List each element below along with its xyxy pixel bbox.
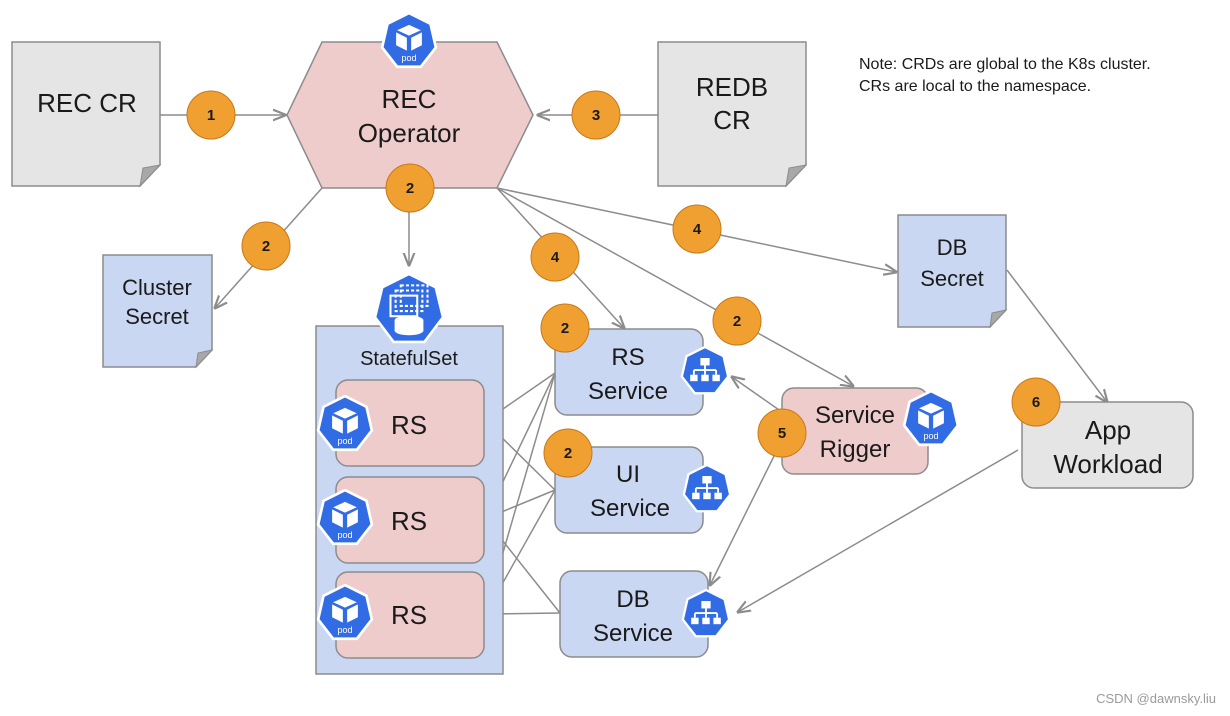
service-rigger-pod-icon: pod: [902, 390, 960, 447]
service-rigger-label-line2: Rigger: [820, 436, 891, 463]
step-badge-2-service-rigger: 2: [712, 296, 762, 346]
redb-cr-label-line1: REDB: [696, 72, 768, 102]
app-workload-label-line2: Workload: [1053, 449, 1162, 479]
rs-pod-1-label: RS: [391, 410, 427, 440]
svg-text:2: 2: [406, 180, 414, 197]
svg-text:2: 2: [733, 313, 741, 330]
rs-pod-3-label: RS: [391, 600, 427, 630]
svg-text:4: 4: [551, 249, 560, 266]
operator-pod-icon: pod: [380, 12, 438, 69]
rec-cr-label: REC CR: [37, 88, 137, 118]
svg-text:6: 6: [1032, 394, 1040, 411]
step-badge-2-rs-service: 2: [540, 303, 590, 353]
db-secret-label-line2: Secret: [920, 266, 984, 291]
redb-cr-node: REDB CR: [657, 41, 808, 188]
svg-text:4: 4: [693, 221, 702, 238]
edge-app-to-db-service: [738, 449, 1019, 612]
db-service-node: DB Service: [559, 570, 709, 658]
rec-operator-node: REC Operator: [286, 41, 534, 189]
rec-operator-label-line1: REC: [382, 84, 437, 114]
edge-db-secret-to-app: [1006, 269, 1107, 402]
cluster-secret-node: Cluster Secret: [102, 254, 214, 369]
rs-service-label-line2: Service: [588, 378, 668, 405]
rs-pod-1-icon: pod: [316, 395, 374, 452]
app-workload-label-line1: App: [1085, 415, 1131, 445]
rs-service-icon: [680, 346, 730, 395]
svg-text:3: 3: [592, 107, 600, 124]
db-service-label-line1: DB: [616, 586, 649, 613]
edge-rigger-to-rs-service: [732, 377, 783, 413]
note-line-1: Note: CRDs are global to the K8s cluster…: [859, 56, 1151, 73]
db-service-label-line2: Service: [593, 620, 673, 647]
rs-service-node: RS Service: [554, 328, 704, 416]
svg-text:5: 5: [778, 425, 786, 442]
rs-pod-2-label: RS: [391, 506, 427, 536]
step-badge-4-db-secret: 4: [672, 204, 722, 254]
rec-cr-node: REC CR: [11, 41, 162, 188]
step-badge-6: 6: [1011, 377, 1061, 427]
cluster-secret-label-line2: Secret: [125, 304, 189, 329]
svg-text:pod: pod: [337, 436, 352, 446]
step-badge-5: 5: [757, 408, 807, 458]
svg-text:2: 2: [564, 445, 572, 462]
step-badge-2-statefulset: 2: [385, 163, 435, 213]
db-service-icon: [681, 589, 731, 638]
step-badge-2-ui-service: 2: [543, 428, 593, 478]
svg-text:pod: pod: [923, 431, 938, 441]
rs-pod-1: RS: [335, 379, 485, 467]
svg-text:1: 1: [207, 107, 215, 124]
svg-text:pod: pod: [337, 625, 352, 635]
edge-rigger-to-db-service: [710, 439, 783, 585]
rs-pod-2: RS: [335, 476, 485, 564]
db-secret-label-line1: DB: [937, 235, 968, 260]
statefulset-icon: [373, 273, 445, 344]
rs-pod-3-icon: pod: [316, 584, 374, 641]
edge-operator-to-service-rigger: [496, 187, 853, 386]
step-badge-3: 3: [571, 90, 621, 140]
ui-service-label-line1: UI: [616, 461, 640, 488]
watermark: CSDN @dawnsky.liu: [1096, 691, 1216, 706]
app-workload-node: App Workload: [1021, 401, 1194, 489]
step-badges: 1 3 2 2 4 4 2 2: [186, 90, 1061, 478]
service-rigger-label-line1: Service: [815, 402, 895, 429]
svg-text:2: 2: [262, 238, 270, 255]
svg-text:2: 2: [561, 320, 569, 337]
cluster-secret-label-line1: Cluster: [122, 275, 192, 300]
statefulset-label: StatefulSet: [360, 348, 458, 370]
step-badge-2-cluster-secret: 2: [241, 221, 291, 271]
db-secret-node: DB Secret: [897, 214, 1008, 329]
rs-pod-2-icon: pod: [316, 489, 374, 546]
step-badge-1: 1: [186, 90, 236, 140]
service-rigger-node: Service Rigger: [781, 387, 929, 475]
note-line-2: CRs are local to the namespace.: [859, 78, 1091, 95]
step-badge-4-rs-service: 4: [530, 232, 580, 282]
svg-text:pod: pod: [401, 53, 416, 63]
note: Note: CRDs are global to the K8s cluster…: [859, 56, 1151, 95]
rs-service-label-line1: RS: [611, 344, 644, 371]
rec-operator-label-line2: Operator: [358, 118, 461, 148]
svg-text:pod: pod: [337, 530, 352, 540]
ui-service-icon: [682, 464, 732, 513]
ui-service-label-line2: Service: [590, 495, 670, 522]
redb-cr-label-line2: CR: [713, 105, 751, 135]
ui-service-node: UI Service: [554, 446, 704, 534]
